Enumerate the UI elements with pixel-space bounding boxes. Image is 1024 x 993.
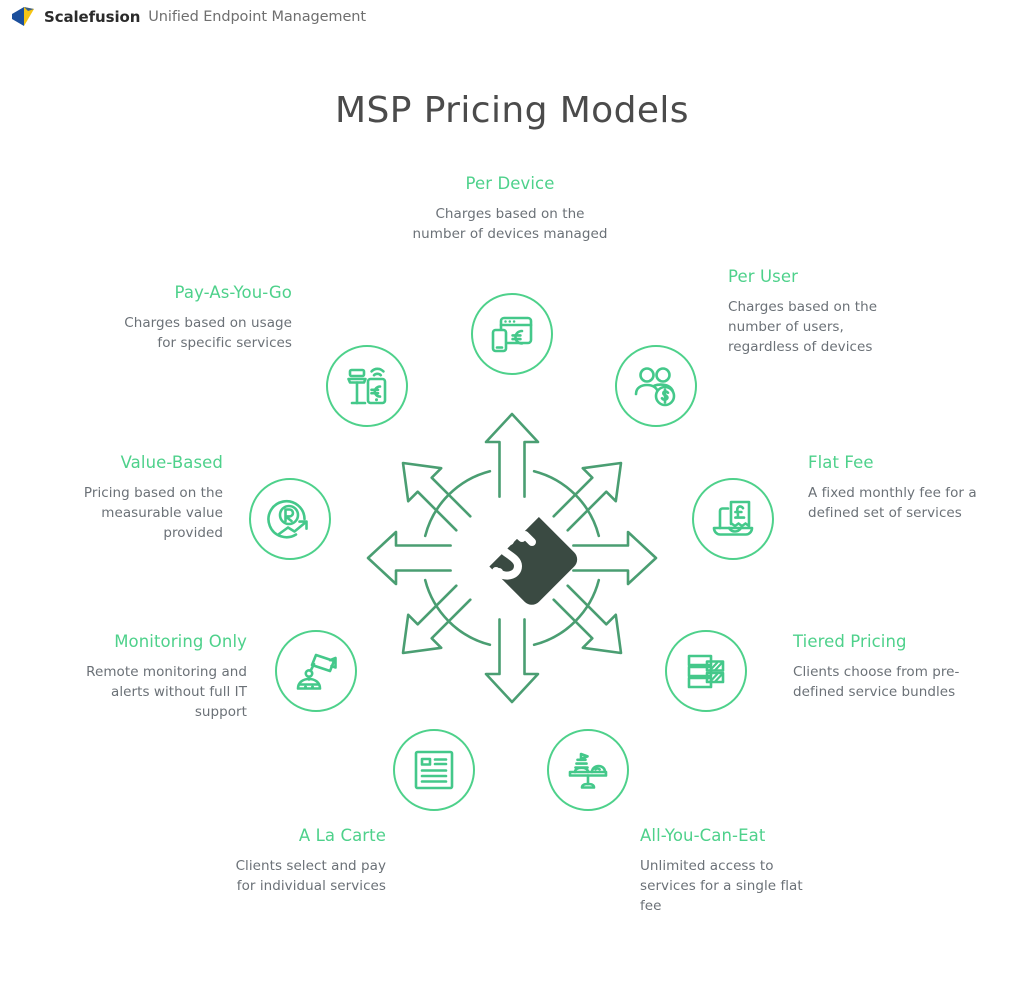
label-pay-as-you-go: Pay-As-You-Go Charges based on usage for… [110,283,292,353]
icon-flat-fee[interactable] [692,478,774,560]
label-all-you-can-eat-title: All-You-Can-Eat [640,826,766,845]
label-monitoring-only: Monitoring Only Remote monitoring and al… [80,632,247,722]
label-tiered-pricing-title: Tiered Pricing [793,632,907,651]
roi-growth-arrow-icon [267,499,308,539]
users-dollar-icon [634,367,676,407]
menu-document-icon [414,750,454,790]
hub-arrows [366,412,658,704]
label-a-la-carte: A La Carte Clients select and pay for in… [225,826,386,896]
icon-per-device[interactable] [471,293,553,375]
price-tag-dollar-icon [488,516,578,605]
label-a-la-carte-title: A La Carte [298,826,386,845]
label-per-device-desc: Charges based on the number of devices m… [412,206,608,242]
security-camera-icon [296,653,337,690]
label-monitoring-only-desc: Remote monitoring and alerts without ful… [86,664,247,720]
contactless-payment-euro-icon [347,367,387,405]
page-title: MSP Pricing Models [335,90,689,131]
label-per-user: Per User Charges based on the number of … [728,267,908,357]
label-all-you-can-eat-desc: Unlimited access to services for a singl… [640,858,803,914]
tier-bars-icon [687,654,725,689]
buffet-stand-icon [568,752,608,789]
hub-arrow-group [366,412,658,704]
icon-value-based[interactable] [249,478,331,560]
icon-a-la-carte[interactable] [393,729,475,811]
label-value-based: Value-Based Pricing based on the measura… [53,453,223,543]
central-hub [362,408,662,708]
label-per-device-title: Per Device [465,174,555,193]
label-flat-fee-title: Flat Fee [808,453,874,472]
label-pay-as-you-go-desc: Charges based on usage for specific serv… [124,315,292,351]
icon-monitoring-only[interactable] [275,630,357,712]
brand-header: Scalefusion Unified Endpoint Management [0,0,1024,34]
label-tiered-pricing: Tiered Pricing Clients choose from pre-d… [793,632,973,702]
browser-euro-mobile-icon [491,316,533,353]
laptop-pound-receipt-icon [712,500,754,536]
label-monitoring-only-title: Monitoring Only [114,632,247,651]
icon-per-user[interactable] [615,345,697,427]
icon-tiered-pricing[interactable] [665,630,747,712]
label-value-based-title: Value-Based [120,453,223,472]
brand-tagline: Unified Endpoint Management [148,9,366,25]
label-pay-as-you-go-title: Pay-As-You-Go [174,283,292,302]
label-flat-fee: Flat Fee A fixed monthly fee for a defin… [808,453,978,523]
icon-pay-as-you-go[interactable] [326,345,408,427]
label-per-user-title: Per User [728,267,798,286]
label-value-based-desc: Pricing based on the measurable value pr… [83,485,223,541]
brand-name: Scalefusion [44,8,141,26]
label-flat-fee-desc: A fixed monthly fee for a defined set of… [808,485,977,521]
label-per-device: Per Device Charges based on the number o… [410,174,610,244]
scalefusion-arrow-logo-icon [12,7,34,26]
label-a-la-carte-desc: Clients select and pay for individual se… [235,858,386,894]
label-all-you-can-eat: All-You-Can-Eat Unlimited access to serv… [640,826,820,916]
icon-all-you-can-eat[interactable] [547,729,629,811]
label-per-user-desc: Charges based on the number of users, re… [728,299,878,355]
label-tiered-pricing-desc: Clients choose from pre-defined service … [793,664,960,700]
